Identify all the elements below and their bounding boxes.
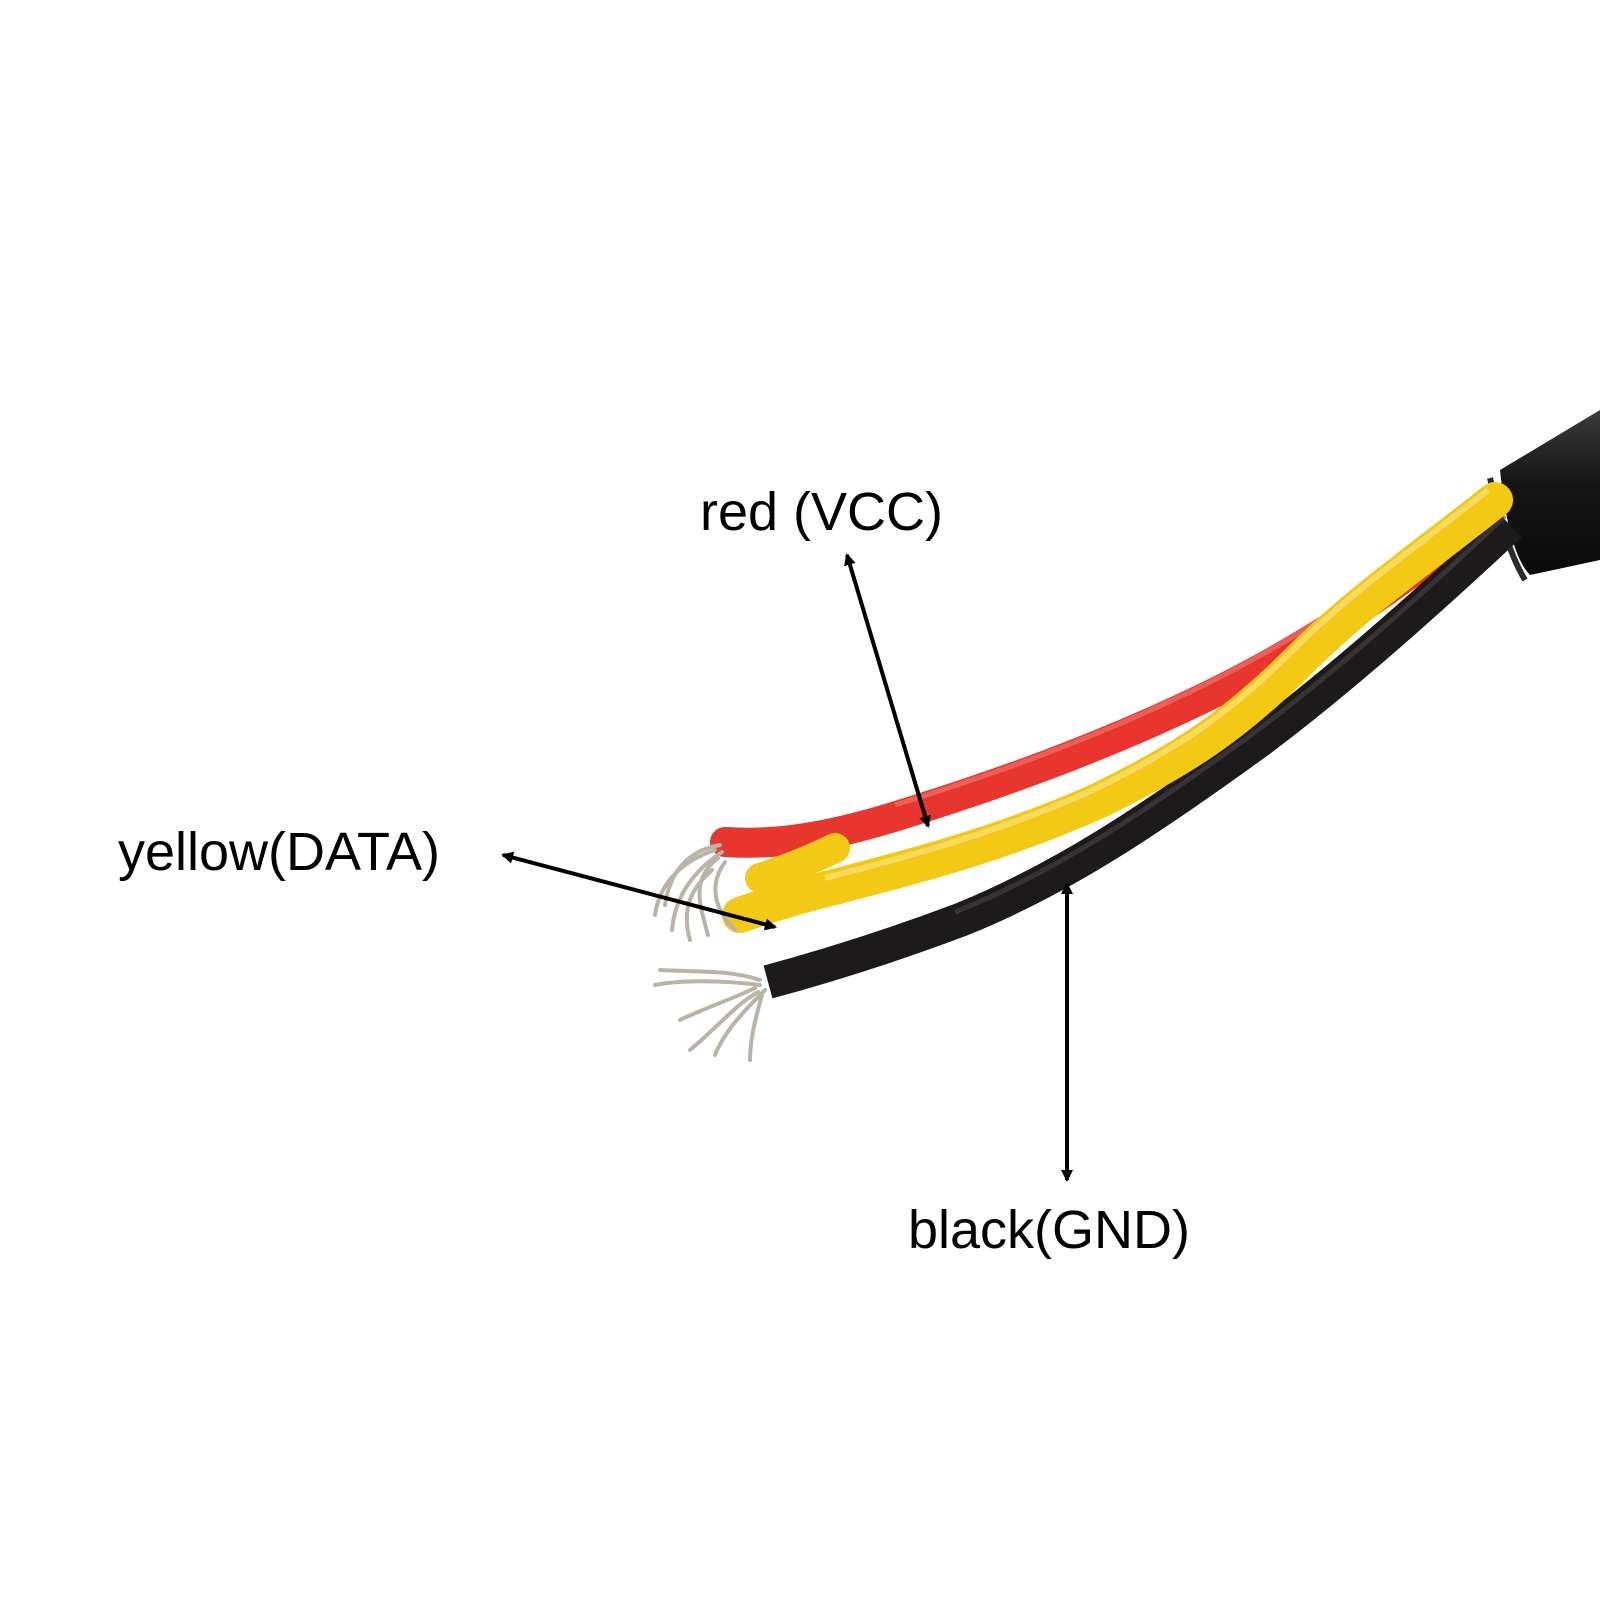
copper-strands-upper bbox=[653, 843, 737, 942]
yellow-arrow bbox=[501, 851, 777, 931]
red-wire-label: red (VCC) bbox=[700, 482, 943, 542]
black-wire bbox=[763, 512, 1522, 999]
yellow-wire-label: yellow(DATA) bbox=[118, 822, 440, 882]
copper-strands-lower bbox=[653, 968, 767, 1062]
black-wire-label: black(GND) bbox=[908, 1200, 1190, 1260]
red-arrow bbox=[844, 553, 931, 828]
